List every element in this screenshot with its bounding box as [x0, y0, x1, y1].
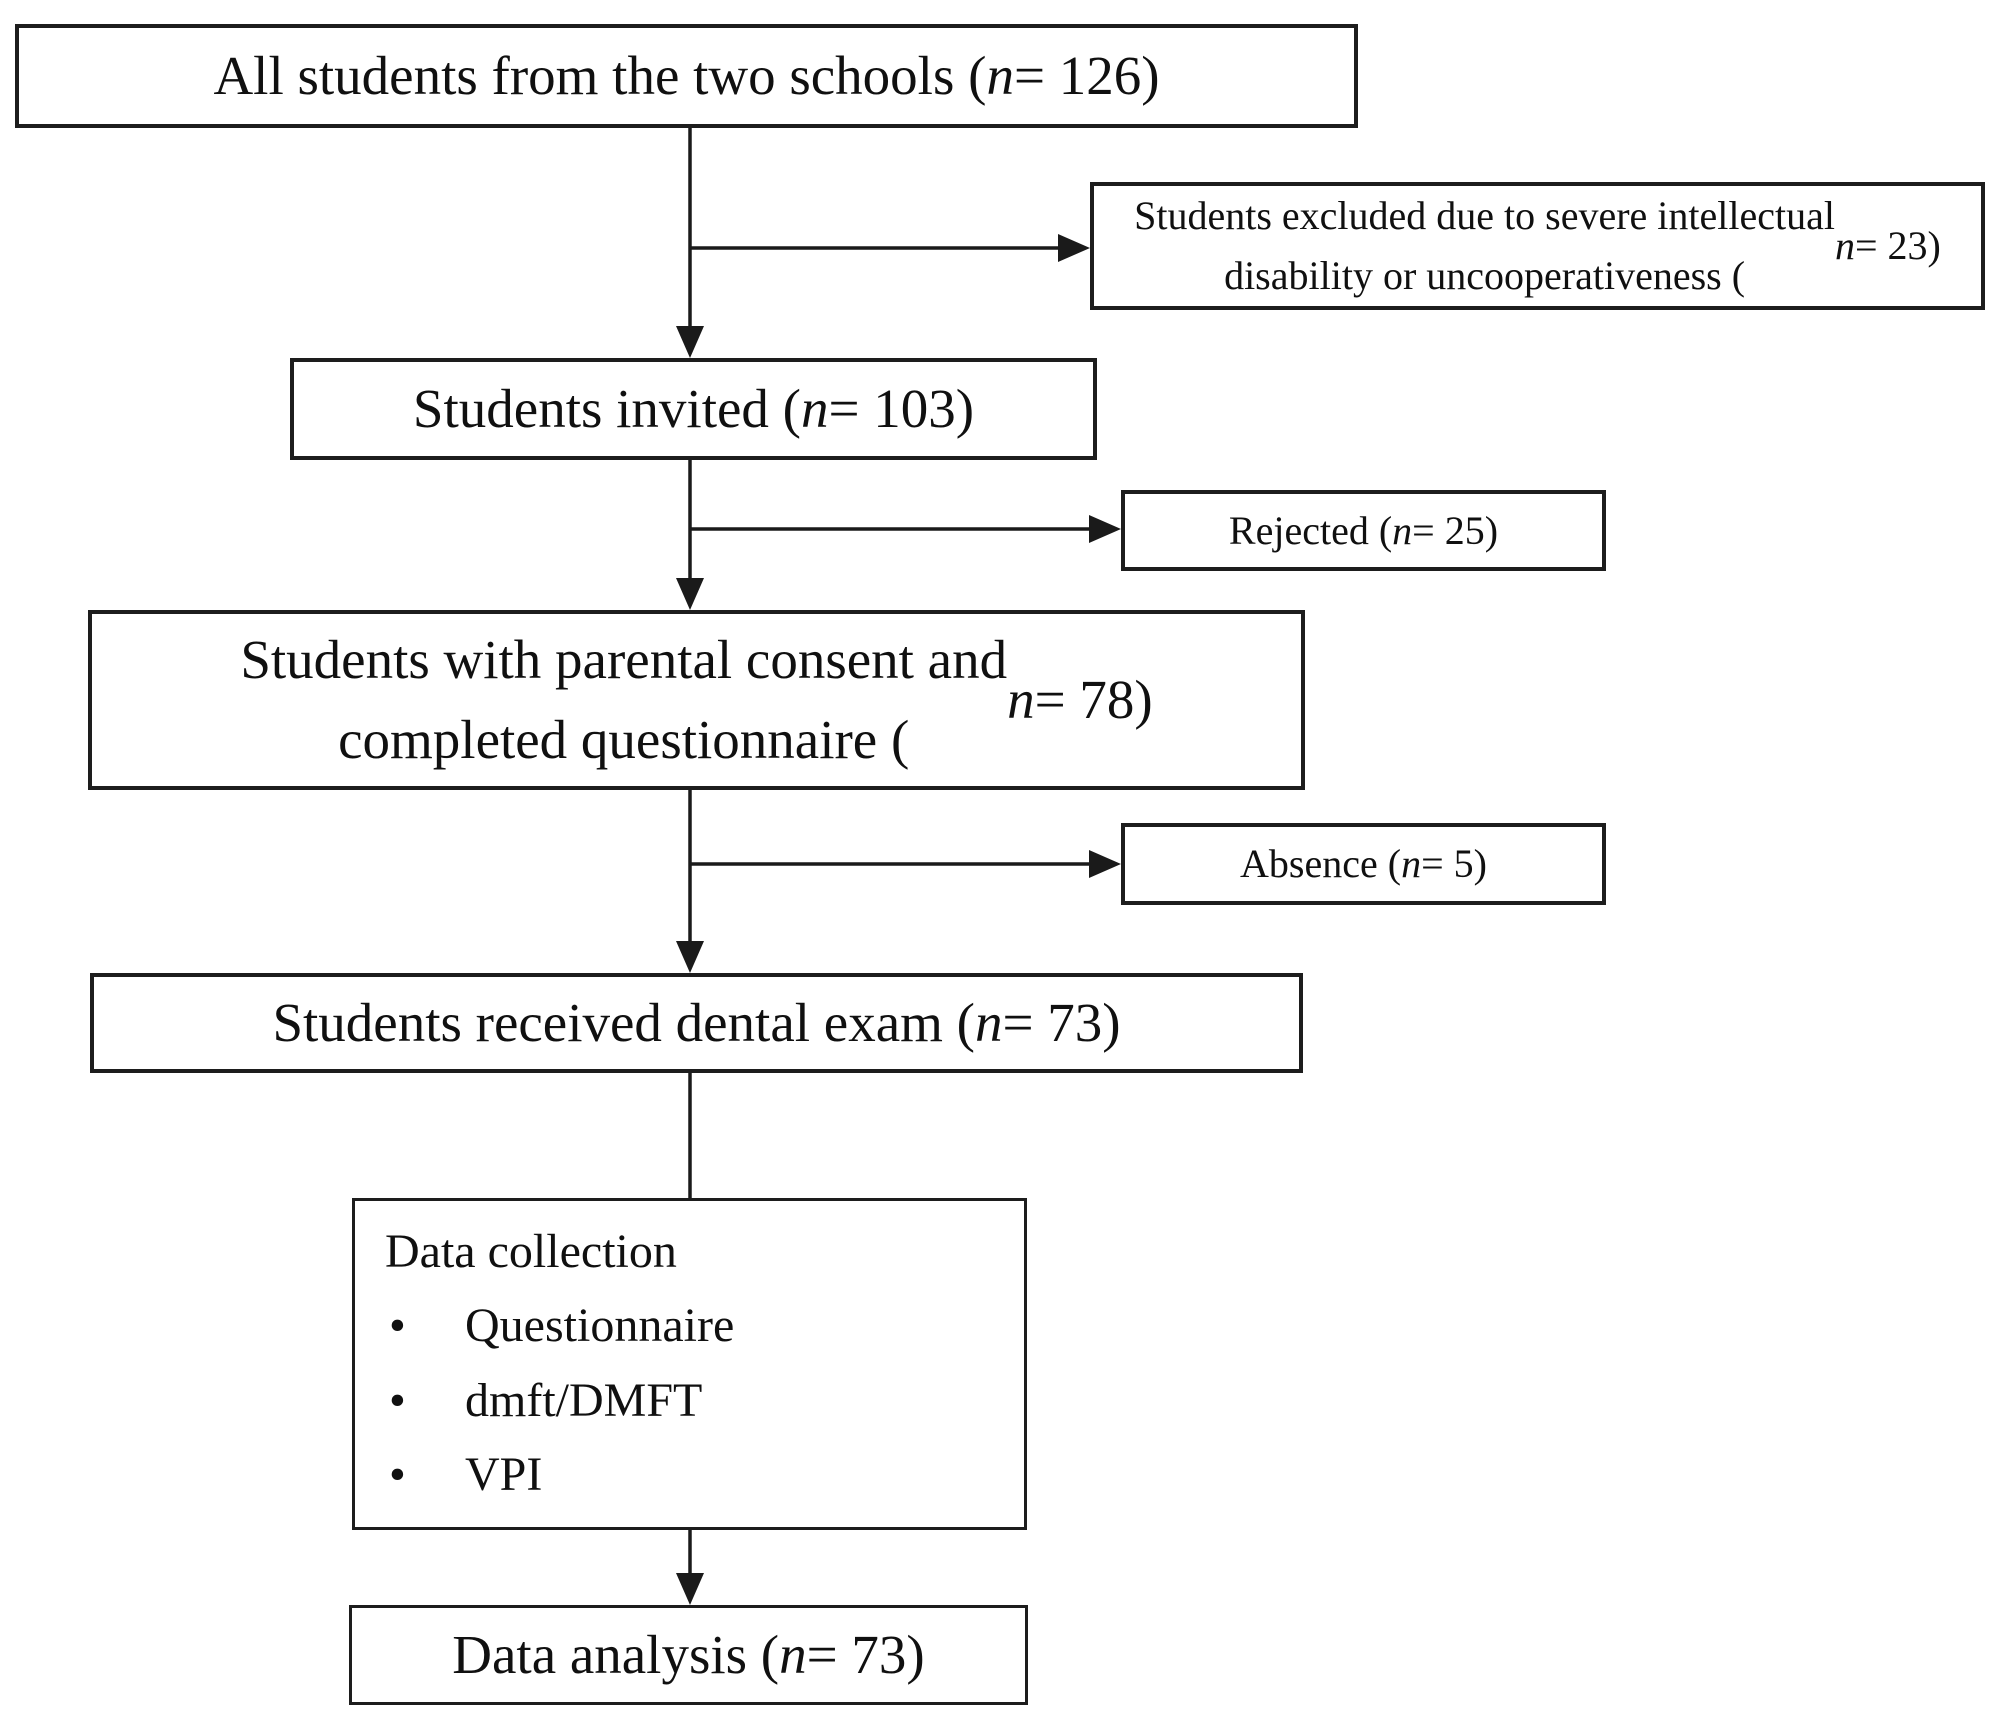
- node-dental-exam: Students received dental exam (n = 73): [90, 973, 1303, 1073]
- node-data-collection: Data collection Questionnairedmft/DMFTVP…: [352, 1198, 1027, 1530]
- bullet-item: dmft/DMFT: [385, 1364, 1014, 1438]
- data-collection-list: Questionnairedmft/DMFTVPI: [385, 1289, 1014, 1512]
- node-excluded: Students excluded due to severe intellec…: [1090, 182, 1985, 310]
- node-absence: Absence (n = 5): [1121, 823, 1606, 905]
- node-invited: Students invited (n = 103): [290, 358, 1097, 460]
- node-rejected: Rejected (n = 25): [1121, 490, 1606, 571]
- bullet-item: VPI: [385, 1438, 1014, 1512]
- bullet-item: Questionnaire: [385, 1289, 1014, 1363]
- arrowhead: [676, 941, 704, 973]
- data-collection-title: Data collection: [385, 1225, 677, 1278]
- node-data-analysis: Data analysis (n = 73): [349, 1605, 1028, 1705]
- arrowhead: [676, 1573, 704, 1605]
- arrowhead: [1058, 234, 1090, 262]
- node-all-students: All students from the two schools (n = 1…: [15, 24, 1358, 128]
- arrowhead: [1089, 850, 1121, 878]
- arrowhead: [676, 326, 704, 358]
- arrowhead: [676, 578, 704, 610]
- arrowhead: [1089, 515, 1121, 543]
